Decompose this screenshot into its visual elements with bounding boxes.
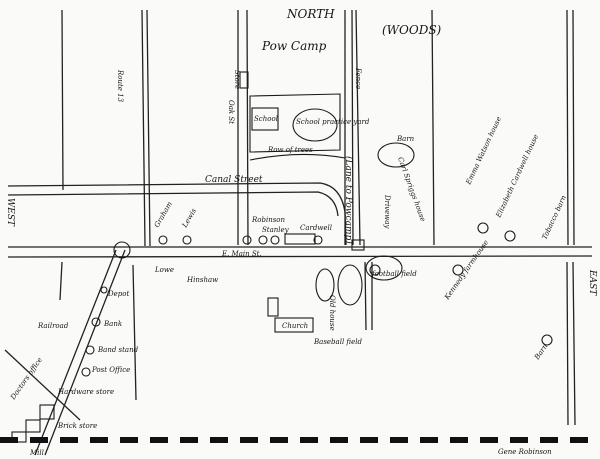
graham-label: Graham <box>153 200 174 229</box>
fence-label: Fence <box>354 67 362 89</box>
lane-to-pow-camp-label: (Lane to Powcamp) <box>343 156 354 244</box>
row-of-trees-label: Row of trees <box>267 146 313 154</box>
driveway-label: Driveway <box>383 194 391 229</box>
robinson-label: Robinson <box>251 216 286 224</box>
depot-label: Depot <box>107 290 129 298</box>
north-label: NORTH <box>286 7 335 21</box>
school-practice-yard-outline <box>292 108 338 142</box>
emma-watson-house-label: Emma Watson house <box>464 116 503 187</box>
canal-street-label: Canal Street <box>205 175 263 185</box>
old-house-label: Old house <box>328 295 336 331</box>
brick-store-label: Brick store <box>57 422 97 430</box>
road-network <box>4 9 593 456</box>
railroad-label: Railroad <box>37 322 69 330</box>
lowe-label: Lowe <box>154 266 174 274</box>
school-label: School <box>254 115 278 123</box>
pow-camp-label: Pow Camp <box>261 39 327 53</box>
football-field-outline <box>365 255 403 281</box>
route-13-road <box>141 9 151 247</box>
woods-label: (WOODS) <box>382 23 442 37</box>
baseball-field-label: Baseball field <box>313 338 362 346</box>
main-street-lower-blocks <box>239 71 365 333</box>
stanley-label: Stanley <box>262 226 290 234</box>
school-practice-yard-label: School practice yard <box>296 118 370 126</box>
hinshaw-label: Hinshaw <box>186 276 218 284</box>
store-label: Store <box>233 70 241 89</box>
canal-street-road <box>7 182 347 246</box>
church-label: Church <box>282 322 308 330</box>
oak-st-label: Oak St <box>227 100 235 124</box>
tobacco-barn-label: Tobacco barn <box>541 194 569 241</box>
left-road <box>59 9 64 301</box>
railroad-line <box>34 249 126 456</box>
east-label: EAST <box>587 269 597 296</box>
signature-label: Gene Robinson <box>498 448 552 456</box>
barn-label: Barn <box>396 135 415 143</box>
bank-label: Bank <box>103 320 122 328</box>
bandstand-label: Band stand <box>97 346 139 354</box>
town-center-circle <box>113 241 131 259</box>
west-label: WEST <box>5 198 15 227</box>
main-street-label: E. Main St. <box>221 250 262 258</box>
lewis-label: Lewis <box>180 207 198 230</box>
row-of-trees-line <box>249 153 346 161</box>
football-field-label: football field <box>371 270 417 278</box>
mill-label: Mill <box>29 449 44 457</box>
house-markers <box>81 222 553 377</box>
lane-to-pow-camp <box>344 9 361 246</box>
cardwell-label: Cardwell <box>300 224 332 232</box>
route-13-label: Route 13 <box>116 69 124 103</box>
barn-outline <box>377 142 415 168</box>
oak-street-road <box>237 9 249 246</box>
carl-spriggs-house-label: Carl Spriggs house <box>396 156 427 223</box>
post-office-label: Post Office <box>91 366 130 374</box>
school-building <box>251 107 279 131</box>
main-street-road <box>7 246 593 258</box>
hardware-label: Hardware store <box>57 388 114 396</box>
elizabeth-cardwell-house-label: Elizabeth Cardwell house <box>494 133 540 220</box>
kennedy-farmhouse-label: Kennedy farmhouse <box>443 239 491 302</box>
brick-store-building <box>39 404 55 420</box>
doctors-office-label: Doctors office <box>9 356 44 402</box>
